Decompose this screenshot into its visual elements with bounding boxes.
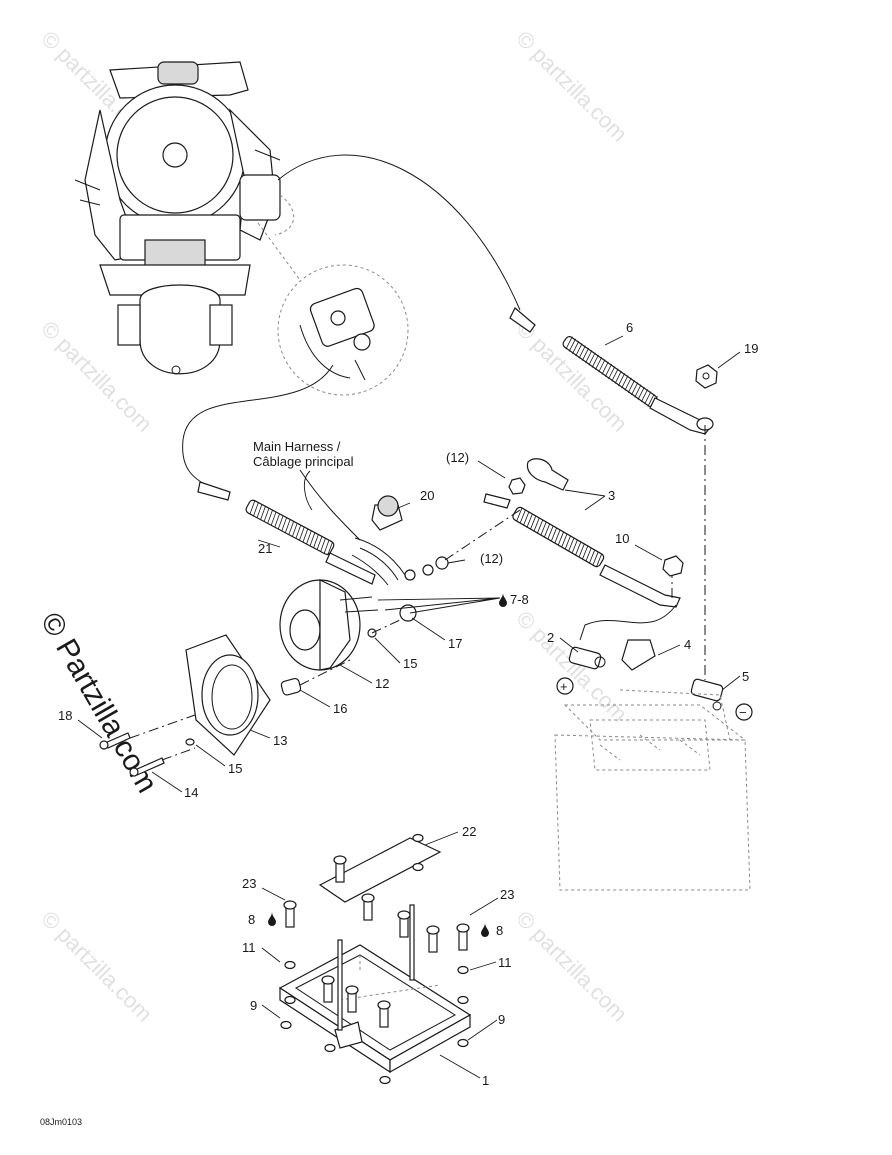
harness-label-line1: Main Harness /	[253, 439, 341, 454]
harness-label-line2: Câblage principal	[253, 454, 354, 469]
callout-13: 13	[273, 733, 287, 748]
bolt-head	[361, 893, 375, 903]
callouts: 6 19 3 (12) 20 21 (12) 10 7-8 17 2 4 5 1…	[58, 320, 758, 1088]
callout-15b: 15	[228, 761, 242, 776]
drop-icon	[268, 912, 276, 926]
callout-3: 3	[608, 488, 615, 503]
bolt-head	[397, 910, 411, 920]
drop-icon	[481, 923, 489, 937]
callout-11b: 11	[498, 955, 512, 970]
callout-12b: (12)	[480, 551, 503, 566]
callout-15a: 15	[403, 656, 417, 671]
drawing-code: 08Jm0103	[40, 1117, 82, 1127]
callout-16: 16	[333, 701, 347, 716]
callout-23b: 23	[500, 887, 514, 902]
washer	[457, 1038, 469, 1048]
callout-1: 1	[482, 1073, 489, 1088]
cable-21	[182, 364, 376, 585]
threaded-rod	[337, 939, 343, 1031]
callout-19: 19	[744, 341, 758, 356]
nuts	[508, 364, 718, 577]
washer	[284, 995, 296, 1005]
callout-22: 22	[462, 824, 476, 839]
callout-2: 2	[547, 630, 554, 645]
bolt-head	[377, 1000, 391, 1010]
plus-marker	[556, 677, 574, 695]
tray-hardware	[280, 833, 470, 1085]
washer	[457, 965, 469, 975]
bolt-head	[321, 975, 335, 985]
bolt-head	[333, 855, 347, 865]
washer	[284, 960, 296, 970]
watermark: © partzilla.com	[36, 906, 157, 1027]
battery-phantom	[554, 689, 751, 891]
leader-lines	[77, 335, 741, 1079]
washer	[412, 833, 424, 843]
washer	[280, 1020, 292, 1030]
callout-23a: 23	[242, 876, 256, 891]
washer	[457, 995, 469, 1005]
watermark: © partzilla.com	[511, 26, 632, 147]
callout-12a: (12)	[446, 450, 469, 465]
callout-7-8: 7-8	[510, 592, 529, 607]
bolt-head	[426, 925, 440, 935]
engine	[74, 61, 281, 375]
watermark: © partzilla.com	[511, 606, 632, 727]
callout-11a: 11	[242, 940, 256, 955]
callout-8a: 8	[248, 912, 255, 927]
washer	[324, 1043, 336, 1053]
callout-10: 10	[615, 531, 629, 546]
cable-3	[483, 458, 681, 641]
harness-label: Main Harness / Câblage principal	[253, 439, 354, 469]
callout-5: 5	[742, 669, 749, 684]
gasket-plate	[185, 634, 271, 756]
callout-14: 14	[184, 785, 198, 800]
minus-marker	[735, 703, 753, 721]
callout-6: 6	[626, 320, 633, 335]
callout-4: 4	[684, 637, 691, 652]
battery-tray	[278, 837, 472, 1074]
washer	[412, 862, 424, 872]
terminals: + −	[556, 639, 753, 721]
drop-icon	[499, 593, 507, 607]
washer	[379, 1075, 391, 1085]
callout-20: 20	[420, 488, 434, 503]
cable-6	[277, 154, 714, 435]
callout-12: 12	[375, 676, 389, 691]
callout-18: 18	[58, 708, 72, 723]
plus-sign: +	[560, 679, 568, 694]
bolt-head	[345, 985, 359, 995]
detail-view	[257, 194, 409, 396]
threaded-rod	[409, 904, 415, 981]
starter-motor	[279, 579, 417, 696]
callout-9a: 9	[250, 998, 257, 1013]
minus-sign: −	[739, 705, 747, 720]
callout-8b: 8	[496, 923, 503, 938]
harness-wires	[299, 469, 449, 586]
callout-21: 21	[258, 541, 272, 556]
watermark: © partzilla.com	[511, 906, 632, 1027]
callout-17: 17	[448, 636, 462, 651]
bolt-head	[283, 900, 297, 910]
bolt-head	[456, 923, 470, 933]
callout-9b: 9	[498, 1012, 505, 1027]
